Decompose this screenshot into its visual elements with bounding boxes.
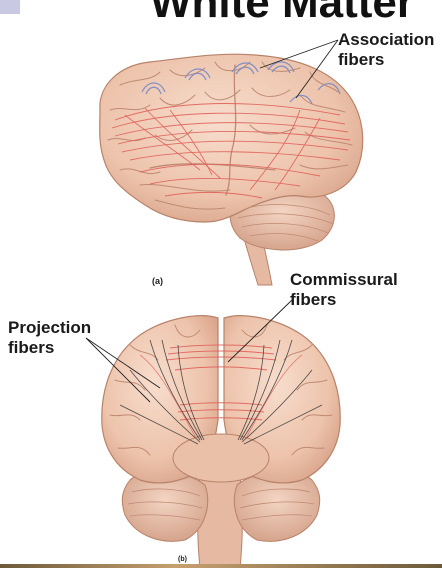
projection-leader-1 xyxy=(85,337,161,389)
slide-title: White Matter xyxy=(150,0,414,27)
association-leader-2 xyxy=(295,39,339,99)
coronal-brain-view xyxy=(85,299,341,568)
commissural-leader xyxy=(227,299,293,363)
slide-bottom-bar xyxy=(0,564,442,568)
projection-label-line1: Projection xyxy=(8,318,92,337)
diencephalon xyxy=(172,433,270,483)
association-label-line2: fibers xyxy=(338,50,385,69)
association-leader-1 xyxy=(259,39,339,69)
projection-label-line2: fibers xyxy=(8,338,55,357)
commissural-label-line1: Commissural xyxy=(290,270,398,289)
panel-b-label: (b) xyxy=(178,556,187,563)
association-fibers-blue xyxy=(141,61,341,105)
commissural-fibers-label: Commissural fibers xyxy=(290,270,398,310)
association-fibers-red xyxy=(111,103,351,199)
commissural-label-line2: fibers xyxy=(290,290,337,309)
association-label-line1: Association xyxy=(338,30,435,49)
lateral-brain-view xyxy=(99,39,364,286)
slide-corner-decoration xyxy=(0,0,20,14)
projection-leader-2 xyxy=(85,337,151,403)
panel-a-label: (a) xyxy=(152,276,163,286)
projection-fibers-label: Projection fibers xyxy=(8,318,91,358)
projection-fibers xyxy=(119,339,323,445)
association-fibers-label: Association fibers xyxy=(338,30,434,70)
commissural-fibers xyxy=(165,344,277,421)
